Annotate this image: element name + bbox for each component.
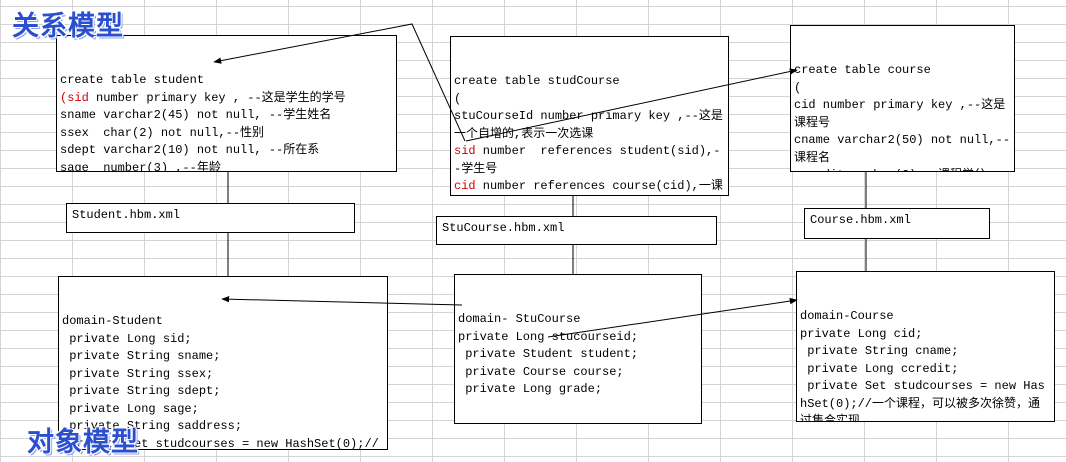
studCourse-table-line: stuCourseId number primary key ,--这是一个自增… <box>454 108 725 143</box>
line-text: number references course(cid),一课程号 <box>482 179 723 193</box>
studcourse-mapping-label: StuCourse.hbm.xml <box>436 216 717 245</box>
line-text: create table student <box>60 73 205 87</box>
student-domain-line: private String sdept; <box>62 384 221 398</box>
studCourse-domain-line: private Student student; <box>458 347 639 361</box>
arrow-domain-course-reference <box>547 297 798 338</box>
course-domain-lines: domain-Course private Long cid; private S… <box>800 308 1051 422</box>
line-text: ssex char(2) not null,--性别 <box>60 125 265 140</box>
key-column-highlight: cid <box>454 179 476 193</box>
student-table-line: sage number(3) ,--年龄 <box>60 160 393 172</box>
arrow-studcourse-sid-to-student <box>213 23 466 142</box>
object-model-title: 对象模型 <box>27 427 139 458</box>
line-text: stuCourseId number primary key ,--这是一个自增… <box>454 109 723 141</box>
arrow-domain-student-reference <box>221 295 463 306</box>
key-column-highlight: sid <box>454 144 476 158</box>
student-domain-lines: domain-Student private Long sid; private… <box>62 313 384 450</box>
line-text: sname varchar2(45) not null, --学生姓名 <box>60 108 332 122</box>
studCourse-table-line: ( <box>454 91 725 109</box>
student-table-line: sname varchar2(45) not null, --学生姓名 <box>60 107 393 125</box>
line-text: ccredit number(3) --课程学分 <box>794 168 986 171</box>
course-domain-line: private Long cid; <box>800 326 923 341</box>
student-domain-line: private String sname; <box>62 349 221 363</box>
student-table-line: sdept varchar2(10) not null, --所在系 <box>60 142 393 160</box>
line-text: create table course <box>794 63 931 77</box>
course-mapping-label: Course.hbm.xml <box>804 208 990 239</box>
student-domain-line: private String saddress; <box>62 419 243 433</box>
line-text: sage number(3) ,--年龄 <box>60 160 221 172</box>
student-table-line: (sid number primary key , --这是学生的学号 <box>60 90 393 108</box>
line-text: number references student(sid),--学生号 <box>454 144 721 176</box>
line-text: cname varchar2(50) not null,--课程名 <box>794 133 1011 165</box>
studCourse-domain-line: private Course course; <box>458 364 624 379</box>
line-text: number primary key , --这是学生的学号 <box>88 90 346 105</box>
line-text: create table studCourse <box>454 74 620 88</box>
course-table-line: create table course <box>794 62 1011 80</box>
student-domain-line: domain-Student <box>62 314 163 328</box>
course-table-line: ccredit number(3) --课程学分 <box>794 167 1011 171</box>
line-text: cid number primary key ,--这是课程号 <box>794 98 1006 130</box>
course-domain-line: private String cname; <box>800 344 959 358</box>
student-domain-line: private Set studcourses = new HashSet(0)… <box>69 436 379 450</box>
course-domain-line: private Set studcourses = new HashSet(0)… <box>800 379 1045 422</box>
student-domain-line: private Long sage; <box>62 401 199 416</box>
line-text: sdept varchar2(10) not null, --所在系 <box>60 143 320 157</box>
student-table-lines: create table student (sid number primary … <box>60 72 393 172</box>
studcourse-table-box: create table studCourse ( stuCourseId numb… <box>450 36 729 196</box>
course-table-line: cname varchar2(50) not null,--课程名 <box>794 132 1011 167</box>
line-text: ( <box>454 91 462 106</box>
studCourse-table-line: sid number references student(sid),--学生号 <box>454 143 725 178</box>
relational-model-title: 关系模型 <box>12 11 124 42</box>
student-table-box: create table student (sid number primary … <box>56 35 397 172</box>
course-table-box: create table course ( cid number primary k… <box>790 25 1015 172</box>
course-domain-line: private Long ccredit; <box>800 361 959 376</box>
line-text: ( <box>794 80 802 95</box>
student-table-line: create table student <box>60 72 393 90</box>
key-column-highlight: (sid <box>60 90 89 105</box>
course-table-line: cid number primary key ,--这是课程号 <box>794 97 1011 132</box>
studcourse-table-lines: create table studCourse ( stuCourseId numb… <box>454 73 725 195</box>
studCourse-domain-line: domain- StuCourse <box>458 312 581 326</box>
studCourse-domain-line: private Long grade; <box>458 382 603 396</box>
student-domain-box: domain-Student private Long sid; private… <box>58 276 388 450</box>
course-domain-box: domain-Course private Long cid; private S… <box>796 271 1055 422</box>
course-table-line: ( <box>794 80 1011 98</box>
studCourse-table-line: create table studCourse <box>454 73 725 91</box>
studCourse-table-line: cid number references course(cid),一课程号 <box>454 178 725 195</box>
student-table-line: ssex char(2) not null,--性别 <box>60 125 393 143</box>
student-domain-line: private String ssex; <box>62 366 214 381</box>
course-table-lines: create table course ( cid number primary k… <box>794 62 1011 171</box>
arrow-studcourse-cid-to-course <box>465 68 798 142</box>
student-mapping-label: Student.hbm.xml <box>66 203 355 233</box>
student-domain-line: private Long sid; <box>62 331 192 346</box>
course-domain-line: domain-Course <box>800 309 894 323</box>
